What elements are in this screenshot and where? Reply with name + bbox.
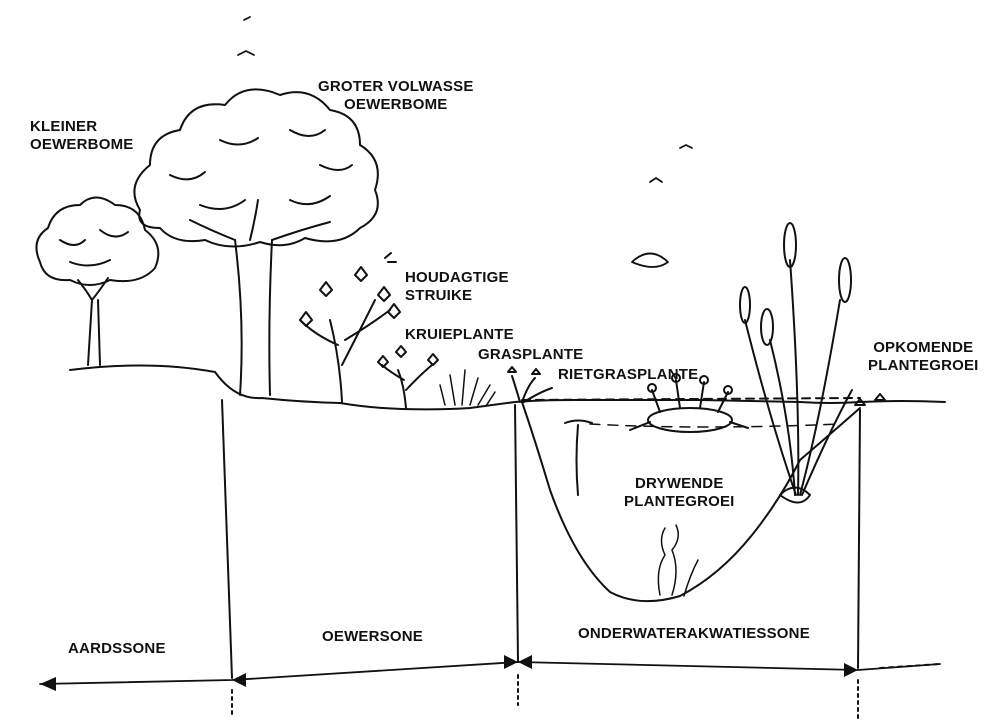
emergent-vegetation [740,223,885,503]
large-tree [134,89,377,395]
zone-label-oewersone: OEWERSONE [322,628,423,646]
zone-label-onderwaterakwatiessone: ONDERWATERAKWATIESSONE [578,625,810,643]
zone-arrows [40,655,858,691]
zone-divider-3 [858,410,860,668]
woody-shrub [300,253,400,402]
label-grasplante: GRASPLANTE [478,346,583,364]
water-surface-inner [590,424,840,427]
reed-grass [508,367,552,402]
label-rietgrasplante: RIETGRASPLANTE [558,366,698,384]
label-kruieplante: KRUIEPLANTE [405,326,514,344]
water-surface [522,398,860,400]
zone-divider-1 [222,400,232,678]
zone-label-aardssone: AARDSSONE [68,640,166,658]
zone-axis [40,662,940,684]
submerged-plants [658,525,698,596]
grass [440,370,495,406]
herbs [378,346,438,408]
small-tree [36,198,158,366]
zone-divider-2 [515,405,518,662]
